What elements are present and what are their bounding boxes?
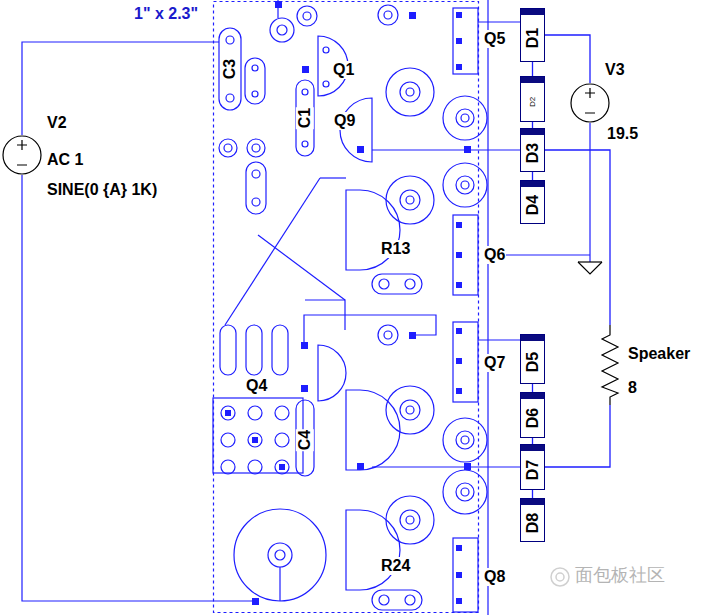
wire <box>532 384 533 392</box>
voltage-source: V2AC 1SINE(0 {A} 1K) <box>2 135 42 175</box>
cathode-band <box>521 393 544 399</box>
part-name: Q4 <box>245 377 268 395</box>
speaker-load: Speaker8 <box>600 325 620 405</box>
source-value: AC 1 <box>47 151 83 169</box>
diode: D6 <box>520 392 545 438</box>
part-name: D6 <box>523 408 541 428</box>
wire <box>545 35 590 83</box>
source-name: V2 <box>47 114 67 132</box>
cathode-band <box>521 181 544 187</box>
diode: D1 <box>520 8 545 62</box>
wire <box>532 490 533 498</box>
source-function: SINE(0 {A} 1K) <box>47 181 157 199</box>
diode: D7 <box>520 444 545 490</box>
wire <box>532 62 533 76</box>
part-name: C3 <box>221 58 239 80</box>
part-name: D7 <box>523 460 541 480</box>
cathode-band <box>521 9 544 15</box>
cathode-band <box>521 499 544 505</box>
part-name: D3 <box>523 143 541 163</box>
diode: D2 <box>520 76 545 122</box>
wire <box>545 150 610 325</box>
diode: D5 <box>520 334 545 384</box>
part-name: Q7 <box>483 354 506 372</box>
part-name: D5 <box>523 352 541 372</box>
diode: D3 <box>520 128 545 172</box>
resistor-symbol <box>600 325 620 405</box>
part-name: Q1 <box>332 61 355 79</box>
board-dimension: 1" x 2.3" <box>133 5 199 23</box>
part-name: C1 <box>296 107 314 129</box>
part-name: C4 <box>296 429 314 451</box>
part-name: D1 <box>523 28 541 48</box>
source-symbol <box>570 83 610 123</box>
source-symbol <box>2 135 42 175</box>
part-name: D2 <box>528 97 537 107</box>
part-name: Q9 <box>333 112 356 130</box>
voltage-source: V3 <box>570 83 610 123</box>
part-name: Q6 <box>483 246 506 264</box>
part-name: Q8 <box>483 568 506 586</box>
wire <box>532 172 533 180</box>
part-name: R24 <box>380 557 411 575</box>
diode: D4 <box>520 180 545 224</box>
part-name: R13 <box>380 240 411 258</box>
source-name: V3 <box>605 61 625 79</box>
part-name: Speaker <box>628 345 690 363</box>
watermark: 面包板社区 <box>574 565 666 586</box>
cathode-band <box>521 335 544 341</box>
cathode-band <box>521 129 544 135</box>
diode: D8 <box>520 498 545 542</box>
wire <box>545 405 610 467</box>
cathode-band <box>521 77 544 83</box>
supply-voltage: 19.5 <box>606 125 639 143</box>
part-value: 8 <box>628 379 637 397</box>
part-name: D4 <box>523 195 541 215</box>
part-name: D8 <box>523 513 541 533</box>
part-name: Q5 <box>483 30 506 48</box>
cathode-band <box>521 445 544 451</box>
